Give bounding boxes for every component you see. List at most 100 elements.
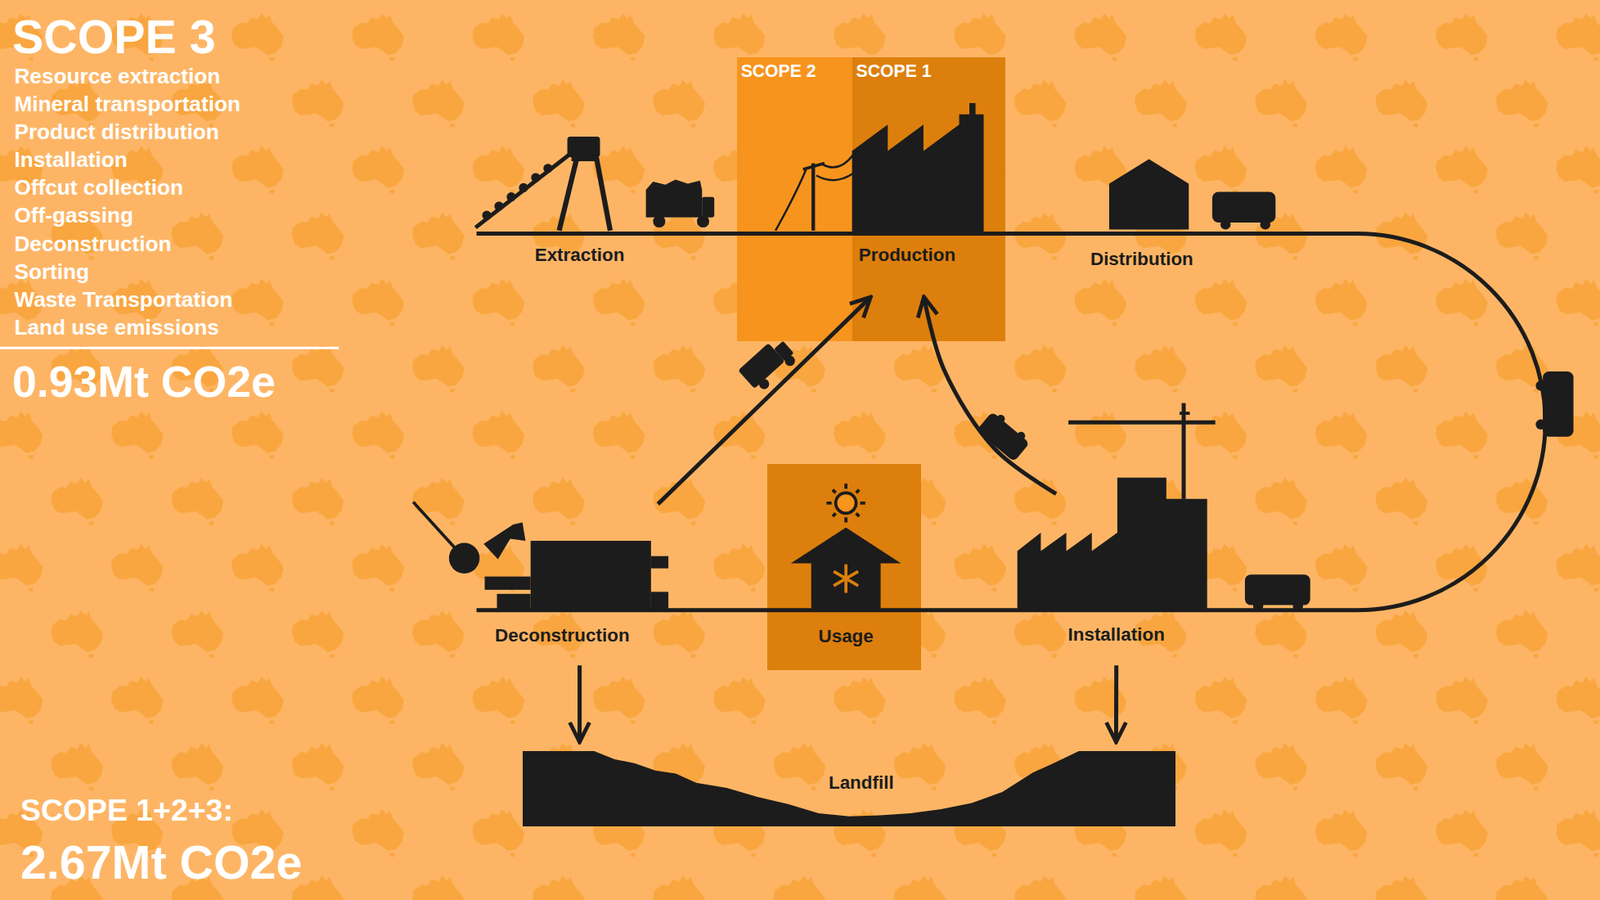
warehouse bbox=[1109, 159, 1189, 230]
text-slot: Landfill bbox=[828, 773, 895, 793]
dump-truck bbox=[652, 215, 666, 228]
construction-site bbox=[1179, 411, 1190, 415]
dump-truck bbox=[646, 179, 715, 229]
text-slot: SCOPE 2 bbox=[741, 62, 817, 81]
stage-label: Landfill bbox=[828, 773, 895, 793]
extraction-rig bbox=[596, 155, 611, 231]
offcut-truck bbox=[994, 413, 1007, 425]
power-pole bbox=[775, 169, 806, 231]
ground-track bbox=[476, 233, 1547, 611]
extraction-rig bbox=[475, 136, 611, 231]
power-pole bbox=[822, 155, 853, 168]
scope-item: Mineral transportation bbox=[13, 93, 240, 117]
scope-item: Resource extraction bbox=[13, 65, 221, 89]
flow-arrow bbox=[924, 297, 1057, 494]
label-slot: Offcut collection bbox=[13, 176, 184, 200]
usage-icon bbox=[860, 501, 866, 505]
text-slot: Installation bbox=[1067, 624, 1165, 645]
label-slot: SCOPE 3 bbox=[12, 12, 216, 62]
scope-item: Product distribution bbox=[13, 121, 219, 144]
scope-item: Off-gassing bbox=[13, 205, 134, 229]
label-slot: 2.67Mt CO2e bbox=[20, 837, 302, 887]
demolition-site bbox=[651, 556, 669, 569]
construction-site bbox=[1068, 420, 1216, 425]
scope-heading: SCOPE 1+2+3: bbox=[20, 795, 234, 827]
delivery-van bbox=[1244, 574, 1311, 612]
text-slot: Usage bbox=[817, 626, 873, 647]
usage-icon bbox=[832, 489, 836, 494]
label-slot: Resource extraction bbox=[13, 65, 221, 89]
scope-item: Offcut collection bbox=[13, 176, 184, 200]
dump-truck bbox=[696, 215, 710, 228]
separator-line bbox=[0, 346, 339, 350]
label-slot: Product distribution bbox=[13, 121, 219, 144]
scope-item: Sorting bbox=[13, 260, 90, 284]
label-slot: Waste Transportation bbox=[13, 288, 233, 312]
usage-icon bbox=[791, 483, 902, 611]
delivery-van bbox=[1535, 419, 1546, 430]
demolition-site bbox=[485, 576, 531, 590]
extraction-rig bbox=[543, 164, 553, 173]
usage-icon bbox=[835, 492, 857, 513]
power-pole bbox=[816, 173, 854, 180]
delivery-van bbox=[1244, 574, 1311, 605]
construction-site bbox=[1182, 403, 1187, 499]
text-slot: SCOPE 1 bbox=[856, 62, 932, 81]
label-slot: Installation bbox=[13, 148, 127, 172]
extraction-rig bbox=[567, 136, 601, 158]
ground-track bbox=[476, 233, 1547, 611]
text-slot: Deconstruction bbox=[494, 625, 630, 646]
dump-truck bbox=[701, 197, 715, 218]
waste-truck bbox=[737, 334, 800, 395]
scope-label: SCOPE 1 bbox=[856, 62, 932, 81]
demolition-site bbox=[497, 593, 531, 611]
power-pole bbox=[775, 155, 854, 231]
usage-icon bbox=[844, 483, 848, 489]
label-slot: Mineral transportation bbox=[13, 93, 240, 117]
text-slot: Distribution bbox=[1090, 249, 1194, 270]
demolition-site bbox=[449, 542, 480, 573]
separator-line bbox=[0, 347, 339, 349]
extraction-rig bbox=[571, 155, 597, 162]
dump-truck bbox=[646, 179, 703, 190]
stage-label: Extraction bbox=[534, 245, 625, 266]
extraction-rig bbox=[519, 183, 528, 192]
text-slot: Extraction bbox=[534, 245, 625, 266]
usage-icon bbox=[856, 489, 860, 494]
extraction-rig bbox=[559, 155, 578, 231]
label-slot: SCOPE 1+2+3: bbox=[20, 795, 234, 827]
emission-total: 0.93Mt CO2e bbox=[12, 358, 276, 405]
dump-truck bbox=[646, 189, 703, 218]
usage-icon bbox=[833, 570, 859, 585]
stage-label: Deconstruction bbox=[494, 625, 630, 646]
demolition-site bbox=[483, 522, 526, 560]
waste-truck bbox=[782, 353, 798, 369]
usage-icon bbox=[791, 527, 902, 611]
warehouse bbox=[1109, 159, 1189, 230]
landfill-pit: Landfill bbox=[522, 750, 1176, 827]
stage-label: Production bbox=[858, 245, 956, 266]
extraction-rig bbox=[482, 211, 491, 220]
text-slot: Production bbox=[858, 245, 956, 266]
extraction-rig bbox=[531, 173, 540, 182]
delivery-van bbox=[1535, 380, 1546, 391]
factory-scope1 bbox=[852, 103, 985, 234]
construction-site bbox=[1017, 477, 1208, 611]
extraction-rig bbox=[475, 152, 571, 228]
demolition-site bbox=[530, 540, 652, 611]
stage-label: Usage bbox=[817, 626, 873, 647]
label-slot: 0.93Mt CO2e bbox=[12, 358, 276, 405]
label-slot: Off-gassing bbox=[13, 205, 134, 229]
scope-item: Land use emissions bbox=[13, 316, 219, 340]
offcut-truck bbox=[1015, 430, 1027, 442]
usage-icon bbox=[826, 501, 832, 505]
scope-item: Waste Transportation bbox=[13, 288, 233, 312]
usage-icon bbox=[826, 483, 865, 522]
delivery-van bbox=[1535, 371, 1574, 437]
extraction-rig bbox=[494, 202, 504, 211]
